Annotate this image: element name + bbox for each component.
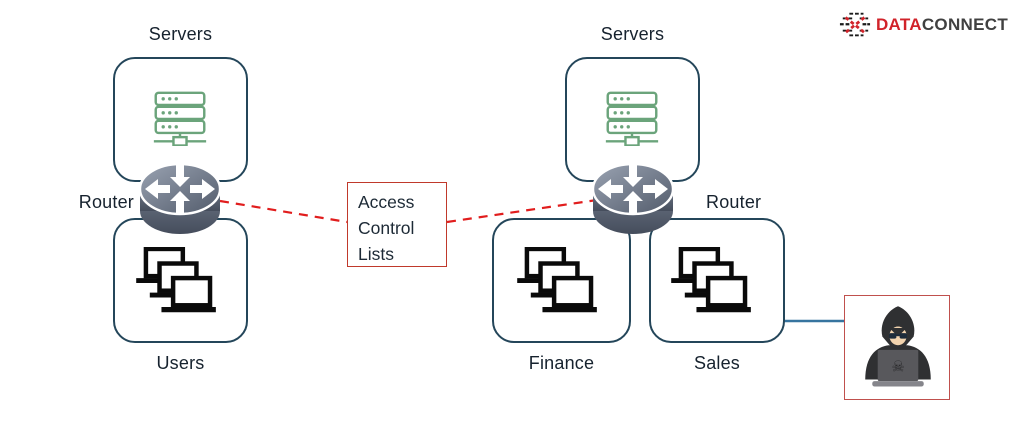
dataconnect-logo: DATACONNECT (839, 10, 1008, 40)
right-servers-label: Servers (600, 24, 665, 44)
server-rack-icon (152, 90, 208, 146)
acl-dashed-link-left (219, 199, 348, 224)
left-users-box (113, 218, 248, 343)
laptops-icon (517, 247, 599, 315)
access-control-lists-note: Access Control Lists (347, 182, 447, 267)
right-router-label: Router (706, 192, 762, 212)
server-rack-icon (604, 90, 660, 146)
laptops-icon (136, 247, 218, 315)
router-icon (585, 159, 681, 239)
router-icon (132, 159, 228, 239)
left-servers-label: Servers (148, 24, 213, 44)
dataconnect-globe-icon (839, 10, 871, 40)
sales-label: Sales (693, 353, 741, 373)
laptops-icon (671, 247, 753, 315)
left-router-label: Router (78, 192, 134, 212)
logo-text-secondary: CONNECT (921, 15, 1008, 34)
hacker-icon (859, 302, 937, 390)
finance-label: Finance (528, 353, 595, 373)
dataconnect-logo-text: DATACONNECT (876, 15, 1008, 35)
left-users-label: Users (156, 353, 205, 373)
logo-text-primary: DATA (875, 15, 922, 34)
